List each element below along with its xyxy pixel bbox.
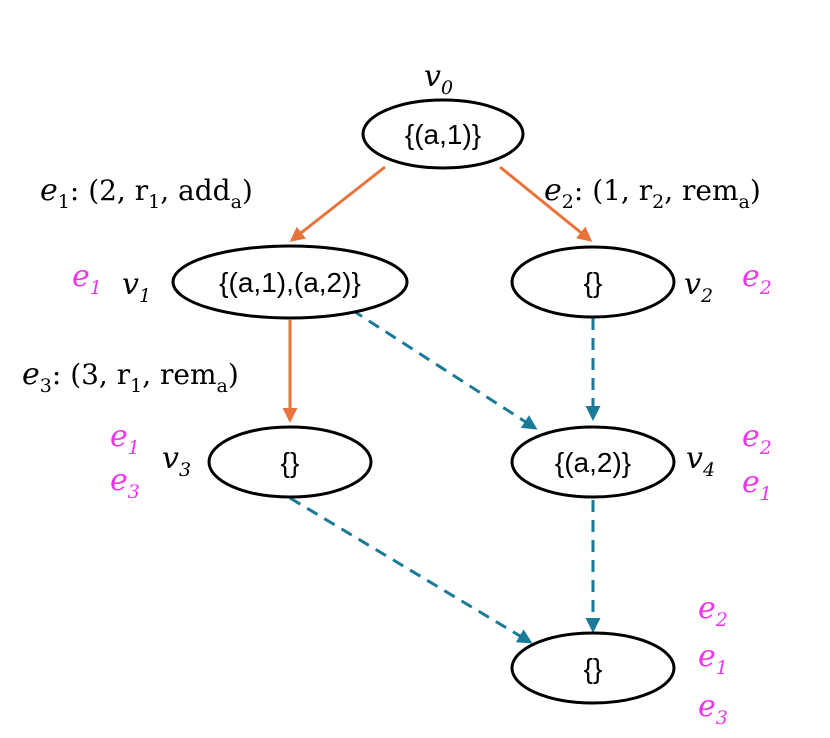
edge-e2-label: e2: (1, r2, rema) [544,173,761,213]
v1-label: v1 [122,267,151,307]
mark-v5-2: e3 [698,689,728,729]
node-v4: {(a,2)} [510,425,676,499]
mark-v3-1: e3 [110,463,140,503]
mark-v3-0: e1 [110,419,140,459]
node-v0: {(a,1)} [361,98,525,170]
mark-v1-0: e1 [72,259,102,299]
edge-e2-arrow [499,165,593,242]
edge-e3-label: e3: (3, r1, rema) [22,357,239,397]
edge-v1-v4-dashed [351,308,538,430]
edge-v3-v5-dashed [289,496,533,644]
v2-label: v2 [684,267,713,307]
mark-v2-0: e2 [742,259,772,299]
node-v3-label: {} [281,447,300,478]
node-v2-label: {} [584,267,603,298]
mark-v4-1: e1 [742,465,772,505]
v4-label: v4 [686,441,715,481]
mark-v5-0: e2 [698,591,728,631]
node-v5-label: {} [584,653,603,684]
mark-v5-1: e1 [698,639,728,679]
node-v2: {} [510,245,676,319]
node-v5: {} [510,631,676,705]
mark-v4-0: e2 [742,419,772,459]
node-v1-label: {(a,1),(a,2)} [219,267,361,298]
edge-e1-label: e1: (2, r1, adda) [40,173,253,213]
node-v1: {(a,1),(a,2)} [171,244,409,320]
node-v4-label: {(a,2)} [555,447,631,478]
v0-label: v0 [424,59,453,99]
edge-e1-arrow [289,165,386,242]
node-v3: {} [207,425,373,499]
node-v0-label: {(a,1)} [405,119,481,150]
v3-label: v3 [162,441,191,481]
